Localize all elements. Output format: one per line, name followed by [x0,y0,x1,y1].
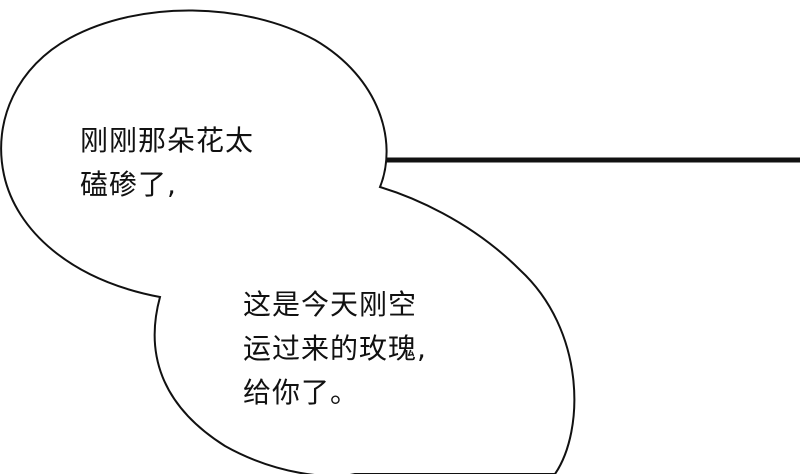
speech-line: 磕碜了, [80,168,177,201]
speech-bubble-outline [0,9,576,474]
speech-line: 给你了。 [243,376,360,409]
speech-bubble-2-text: 这是今天刚空 运过来的玫瑰, 给你了。 [243,283,427,415]
speech-line: 刚刚那朵花太 [80,124,255,157]
speech-line: 运过来的玫瑰, [243,332,427,365]
speech-line: 这是今天刚空 [243,288,418,321]
speech-bubble-1-text: 刚刚那朵花太 磕碜了, [80,119,254,207]
